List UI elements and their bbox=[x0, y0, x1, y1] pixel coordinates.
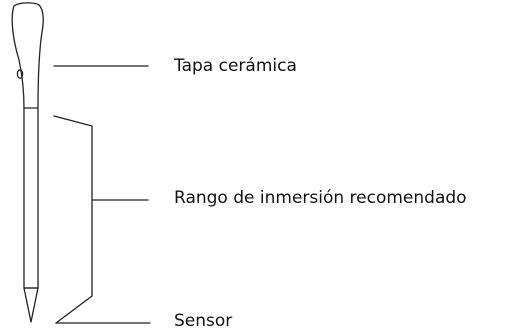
sensor-tip bbox=[23, 287, 39, 323]
immersion-range-label: Rango de inmersión recomendado bbox=[174, 188, 467, 208]
probe-shaft bbox=[23, 107, 39, 289]
ceramic-cap-label: Tapa cerámica bbox=[174, 56, 297, 76]
cap-button bbox=[16, 69, 24, 79]
immersion-range-bracket bbox=[53, 115, 93, 324]
sensor-label: Sensor bbox=[174, 311, 233, 331]
ceramic-cap bbox=[11, 2, 44, 109]
